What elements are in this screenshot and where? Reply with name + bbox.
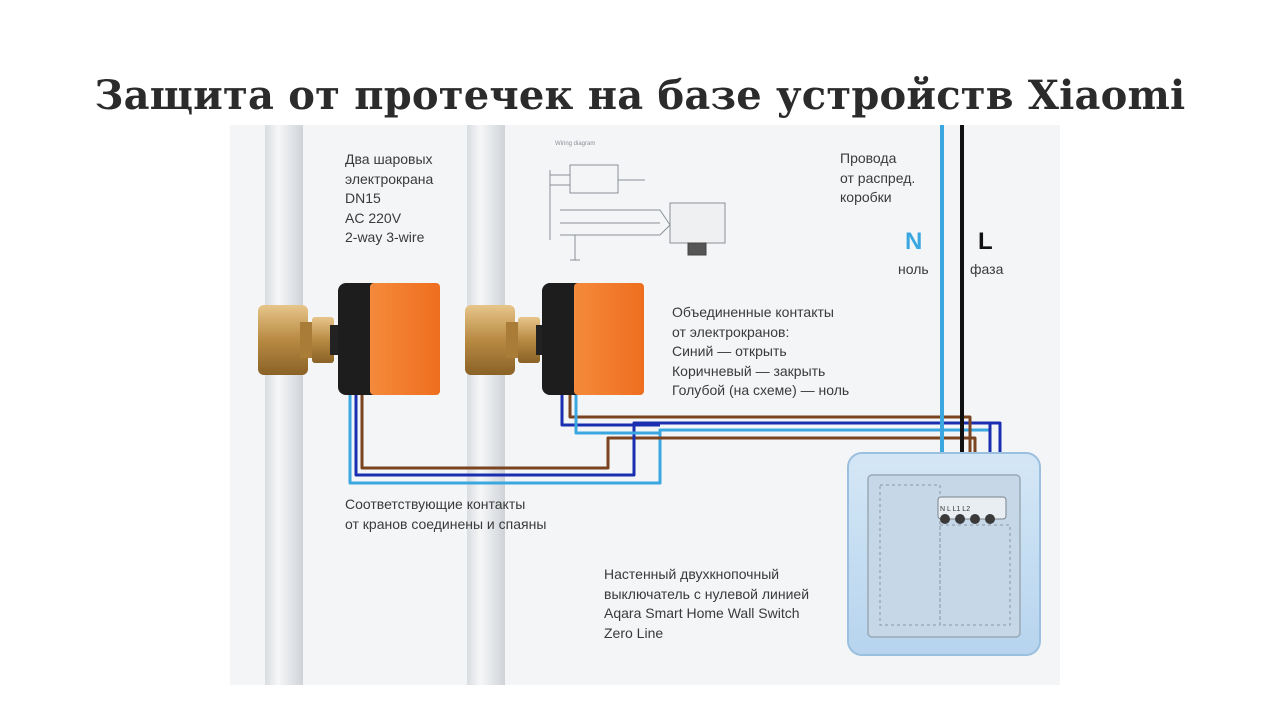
svg-text:N L L1 L2: N L L1 L2: [940, 506, 970, 513]
pipe-right: [467, 125, 505, 685]
phase-word: фаза: [970, 261, 1004, 277]
schematic-inset: Wiring diagram: [549, 141, 726, 261]
combined-contacts-label: Объединенные контакты от электрокранов: …: [672, 304, 850, 398]
neutral-letter: N: [905, 228, 923, 255]
diagram-area: Wiring diagram: [230, 125, 1060, 685]
phase-letter: L: [978, 228, 993, 255]
wall-switch: N L L1 L2: [847, 452, 1041, 656]
pipe-left: [265, 125, 303, 685]
supply-wires: [940, 125, 964, 503]
switch-description-label: Настенный двухкнопочный выключатель с ну…: [604, 566, 810, 641]
wiring-diagram-graphic: Wiring diagram: [258, 125, 1041, 685]
soldered-contacts-label: Соответствующие контакты от кранов соеди…: [345, 496, 547, 532]
valves-label: Два шаровых электрокрана DN15 AC 220V 2-…: [345, 151, 434, 245]
supply-wires-label: Провода от распред. коробки: [840, 150, 916, 205]
page-title: Защита от протечек на базе устройств Xia…: [94, 72, 1186, 119]
svg-text:Wiring diagram: Wiring diagram: [555, 141, 595, 147]
neutral-word: ноль: [898, 261, 929, 277]
valve-right: [465, 283, 644, 395]
valve-left: [258, 283, 440, 395]
